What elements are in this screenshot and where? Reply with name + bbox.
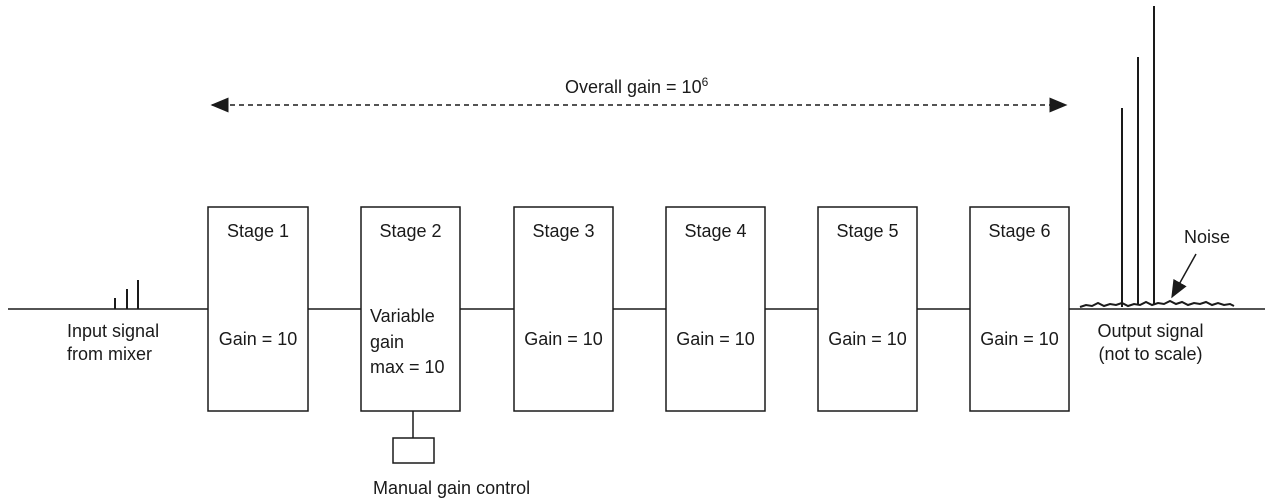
stage-5-gain: Gain = 10 <box>828 329 907 349</box>
stage-1-gain: Gain = 10 <box>218 329 298 349</box>
overall-gain-label: Overall gain = 106 <box>565 71 708 98</box>
output-noise <box>1079 299 1235 308</box>
input-signal-label-line2: from mixer <box>67 344 152 364</box>
stage-6-gain: Gain = 10 <box>980 329 1059 349</box>
stage-5-box <box>817 206 918 412</box>
stage-4-gain: Gain = 10 <box>676 329 755 349</box>
stage-1-title: Stage 1 <box>226 221 290 241</box>
stage-2-title: Stage 2 <box>379 221 442 241</box>
manual-gain-control-box <box>392 437 435 464</box>
stage-6-box <box>969 206 1070 412</box>
output-signal-label-line1: Output signal <box>1097 321 1204 341</box>
noise-label: Noise <box>1184 227 1231 247</box>
input-signal-spikes <box>114 280 139 309</box>
stage-1-box <box>207 206 309 412</box>
stage-2-gain-line1: Variable <box>370 306 435 326</box>
output-signal-spikes <box>1121 6 1155 307</box>
overall-gain-text: Overall gain = 10 <box>565 77 702 97</box>
stage-2-gain-line2: gain <box>370 332 405 352</box>
stage-6-title: Stage 6 <box>988 221 1051 241</box>
stage-3-title: Stage 3 <box>532 221 595 241</box>
overall-gain-exponent: 6 <box>701 75 709 89</box>
output-signal-label-line2: (not to scale) <box>1098 344 1203 364</box>
stage-4-title: Stage 4 <box>684 221 747 241</box>
stage-4-box <box>665 206 766 412</box>
stage-2-box <box>360 206 461 412</box>
stage-3-box <box>513 206 614 412</box>
stage-3-gain: Gain = 10 <box>524 329 603 349</box>
manual-gain-control-label: Manual gain control <box>373 478 531 498</box>
stage-2-gain-line3: max = 10 <box>370 357 445 377</box>
input-signal-label-line1: Input signal <box>67 321 160 341</box>
noise-pointer-arrow <box>1171 253 1197 299</box>
stage-5-title: Stage 5 <box>836 221 899 241</box>
